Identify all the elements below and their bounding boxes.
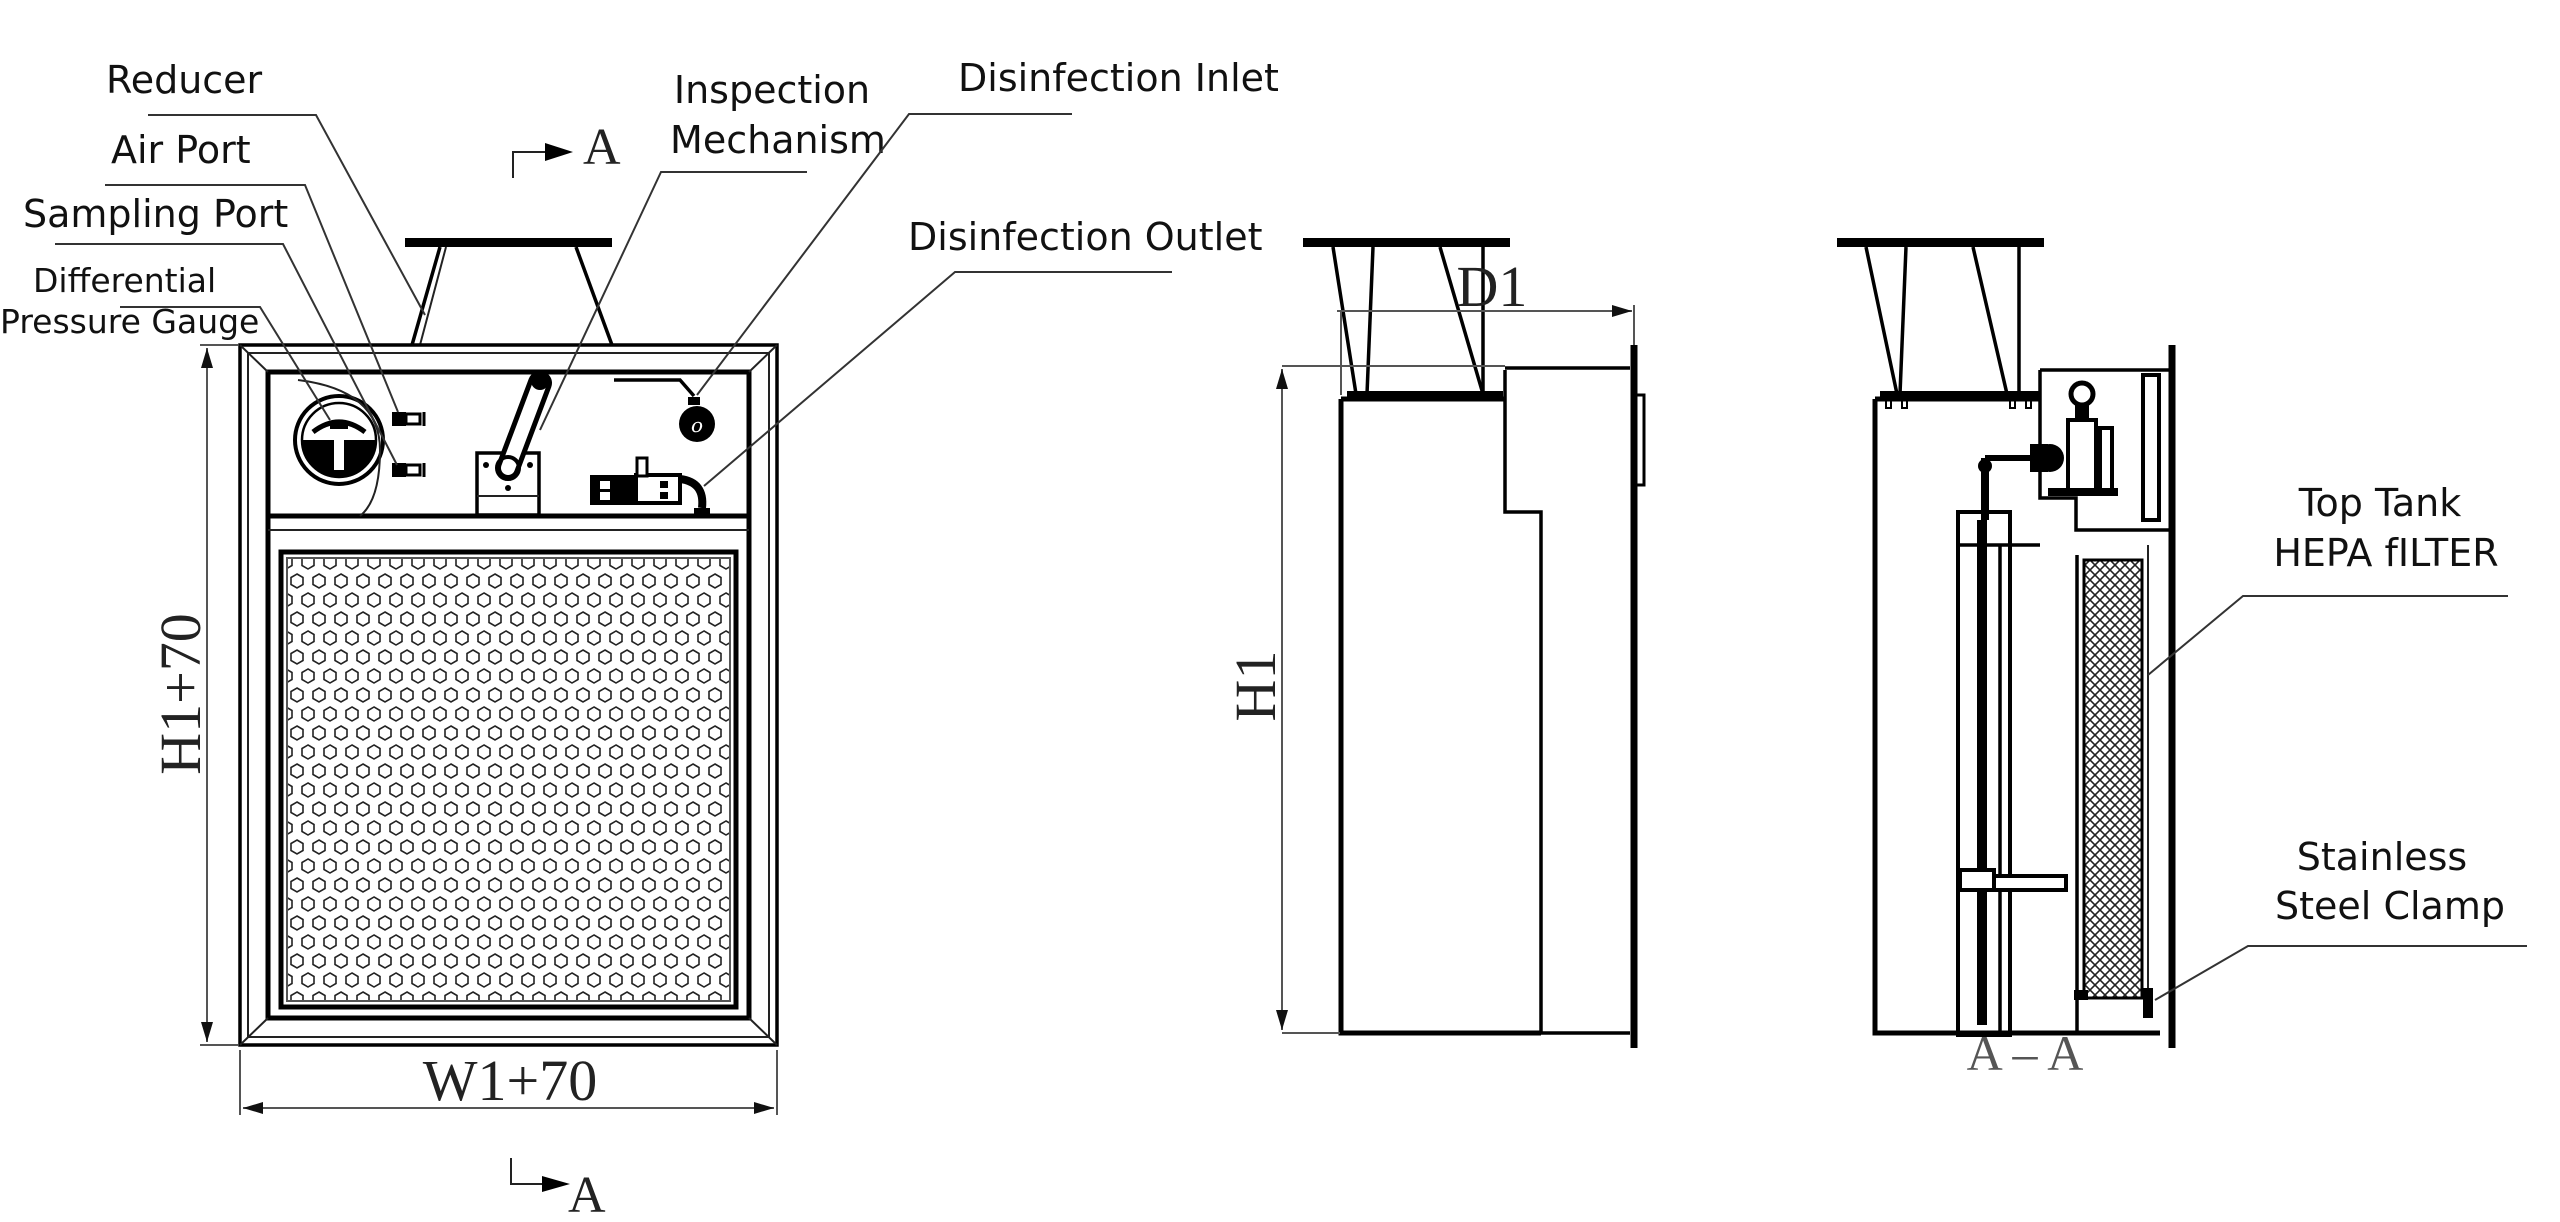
- callout-hepa-2: HEPA fILTER: [2273, 531, 2498, 575]
- disinfection-outlet: [590, 456, 710, 514]
- dimension-height: H1+70: [148, 344, 238, 1046]
- svg-text:A: A: [568, 1167, 606, 1222]
- inspection-mechanism: [475, 371, 552, 517]
- section-title: A – A: [1967, 1025, 2084, 1081]
- callouts-left: Reducer Air Port Sampling Port Different…: [0, 56, 1279, 487]
- callout-sampling-port: Sampling Port: [23, 192, 288, 236]
- dimension-width: W1+70: [239, 1048, 778, 1115]
- callout-inspection-1: Inspection: [674, 68, 870, 112]
- disinfection-inlet: o: [614, 378, 715, 442]
- callout-air-port: Air Port: [111, 128, 251, 172]
- side-height-label: H1: [1223, 651, 1288, 722]
- callout-hepa-1: Top Tank: [2298, 481, 2462, 525]
- section-marker-bottom: A: [510, 1158, 606, 1222]
- reducer: [405, 238, 614, 346]
- callout-clamp-1: Stainless: [2297, 835, 2467, 879]
- top-tank-valve-assembly: [1978, 380, 2118, 520]
- section-marker-top: A: [512, 119, 621, 178]
- front-view: o W1+70: [148, 119, 779, 1222]
- hepa-filter-face: [278, 549, 739, 1010]
- section-view: A – A: [1837, 238, 2176, 1081]
- height-label: H1+70: [148, 613, 213, 775]
- callout-diff-gauge-2: Pressure Gauge: [0, 302, 259, 341]
- callout-disinfection-outlet: Disinfection Outlet: [908, 215, 1263, 259]
- svg-text:A: A: [583, 119, 621, 176]
- callout-disinfection-inlet: Disinfection Inlet: [958, 56, 1279, 100]
- hepa-filter-section: [2074, 545, 2153, 1033]
- side-view: D1 H1: [1223, 238, 1646, 1048]
- air-port: [392, 412, 426, 426]
- callout-clamp-2: Steel Clamp: [2275, 884, 2505, 928]
- callout-diff-gauge-1: Differential: [33, 261, 216, 300]
- svg-text:o: o: [691, 413, 703, 437]
- gauge-tubing: [297, 379, 382, 517]
- sampling-port: [392, 463, 426, 477]
- differential-pressure-gauge: [293, 394, 385, 486]
- width-label: W1+70: [423, 1048, 597, 1113]
- callouts-right: Top Tank HEPA fILTER Stainless Steel Cla…: [2147, 481, 2527, 1001]
- depth-label: D1: [1457, 254, 1528, 319]
- callout-reducer: Reducer: [106, 58, 263, 102]
- callout-inspection-2: Mechanism: [670, 118, 886, 162]
